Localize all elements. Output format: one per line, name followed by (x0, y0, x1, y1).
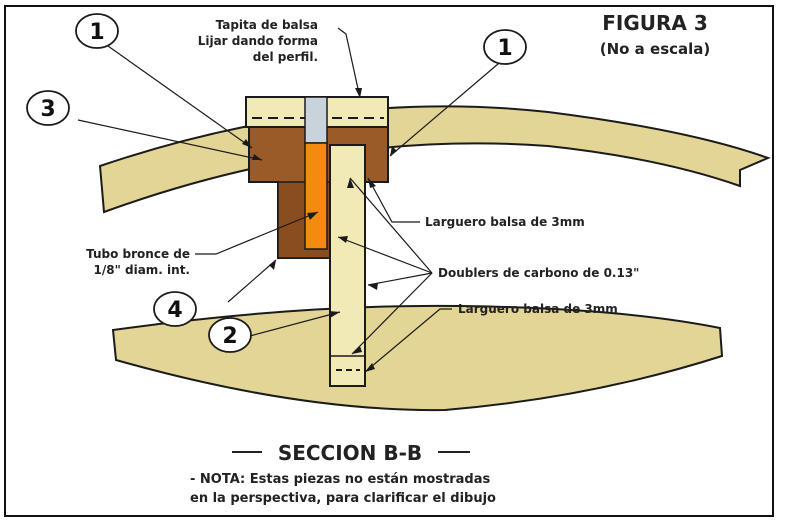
callout-circle-1-left (75, 13, 119, 49)
label-doublers: Doublers de carbono de 0.13" (438, 266, 639, 280)
callout-circle-4 (153, 291, 197, 327)
leader-c2 (249, 311, 341, 337)
lower-rib (111, 304, 724, 412)
figure-subtitle: (No a escala) (600, 40, 711, 58)
label-larguero-upper: Larguero balsa de 3mm (425, 215, 585, 229)
callout-circle-3 (26, 90, 70, 126)
label-tapita-3: del perfil. (253, 50, 318, 64)
leader-larguero-upper (367, 177, 420, 223)
leader-c3 (77, 119, 263, 161)
leader-lines (77, 27, 506, 373)
figure-frame (4, 5, 774, 517)
leader-tapita (337, 27, 361, 99)
leader-doubler-3 (367, 272, 433, 286)
tube-cap (304, 96, 328, 144)
label-tapita-2: Lijar dando forma (198, 34, 318, 48)
leader-c1-right (389, 57, 506, 157)
callout-1-right: 1 (497, 36, 512, 61)
callout-3: 3 (40, 97, 55, 122)
label-tubo-1: Tubo bronce de (86, 247, 190, 261)
leader-doubler-4 (351, 272, 433, 355)
callout-circles (26, 13, 527, 353)
brass-tube (304, 142, 328, 250)
label-tubo-2: 1/8" diam. int. (93, 263, 190, 277)
callout-circle-1-right (483, 29, 527, 65)
leader-c1-left (107, 45, 253, 149)
callout-4: 4 (167, 298, 182, 323)
leader-tubo (195, 211, 319, 255)
callout-2: 2 (222, 324, 237, 349)
label-tapita-1: Tapita de balsa (216, 18, 318, 32)
callout-1-left: 1 (89, 20, 104, 45)
leader-c4 (227, 259, 277, 303)
vertical-spar (329, 144, 366, 387)
callout-circle-2 (208, 317, 252, 353)
arrow-heads (242, 88, 397, 372)
section-note-2: en la perspectiva, para clarificar el di… (190, 491, 496, 506)
upper-rib (98, 105, 771, 214)
leader-larguero-lower (364, 308, 452, 373)
figure-title: FIGURA 3 (602, 11, 708, 35)
leader-doubler-1 (349, 177, 433, 274)
section-note-1: - NOTA: Estas piezas no están mostradas (190, 472, 491, 487)
leader-doubler-2 (337, 236, 433, 274)
label-larguero-lower: Larguero balsa de 3mm (458, 302, 618, 316)
section-title: SECCION B-B (278, 441, 422, 465)
